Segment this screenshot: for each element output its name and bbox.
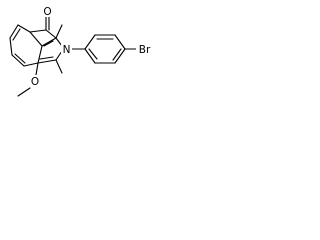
bond-c4-c5-double (14, 53, 26, 64)
molecule-structure: O N Br O (9, 5, 153, 97)
methoxy-oxygen-bg (29, 75, 41, 87)
structure-canvas: O N Br O (0, 0, 163, 104)
seven-membered-ring (9, 24, 43, 67)
phenyl-ring (70, 34, 137, 64)
bond-c8-c7 (41, 37, 57, 47)
methoxy-group (17, 62, 39, 97)
atom-labels: O N Br O (29, 5, 153, 88)
bond-carbonyl-c8 (45, 29, 57, 39)
bond-ph6-double (88, 48, 98, 60)
bond-methyl-bottom (55, 59, 63, 74)
bond-c8-c7-double (43, 40, 54, 47)
bromine-bg (136, 43, 153, 55)
bond-c2-c3-double (12, 28, 21, 41)
bond-c3-c4 (9, 37, 13, 56)
bond-c9-c10-double (39, 56, 54, 60)
bond-methyl-top (55, 24, 63, 39)
ketone-oxygen-bg (41, 5, 53, 17)
bond-ph4-double (112, 48, 122, 61)
bond-c9-c10 (37, 59, 57, 64)
bond-c5-c6 (23, 62, 39, 67)
bond-ph6 (84, 48, 96, 64)
ketone-oxygen-label: O (43, 6, 51, 18)
bond-c2-c3 (9, 24, 19, 39)
bond-ph4 (114, 48, 126, 64)
bond-o-methyl (17, 87, 31, 97)
nitrogen-bg (61, 43, 72, 55)
bromine-label: Br (139, 44, 151, 56)
ketone-group (29, 14, 50, 33)
methoxy-oxygen-label: O (31, 76, 39, 88)
bond-c6-c7 (37, 45, 43, 64)
bond-ph1 (84, 34, 96, 50)
bond-c1-c2 (17, 24, 31, 33)
nitrogen-label: N (63, 44, 71, 56)
bond-c4-c5 (11, 54, 25, 67)
bond-c1-carbonyl (29, 29, 47, 33)
bond-c7-c1 (29, 31, 43, 47)
bond-c10-ome (35, 62, 39, 76)
bond-ph3 (114, 34, 126, 50)
methyl-groups (55, 24, 63, 74)
